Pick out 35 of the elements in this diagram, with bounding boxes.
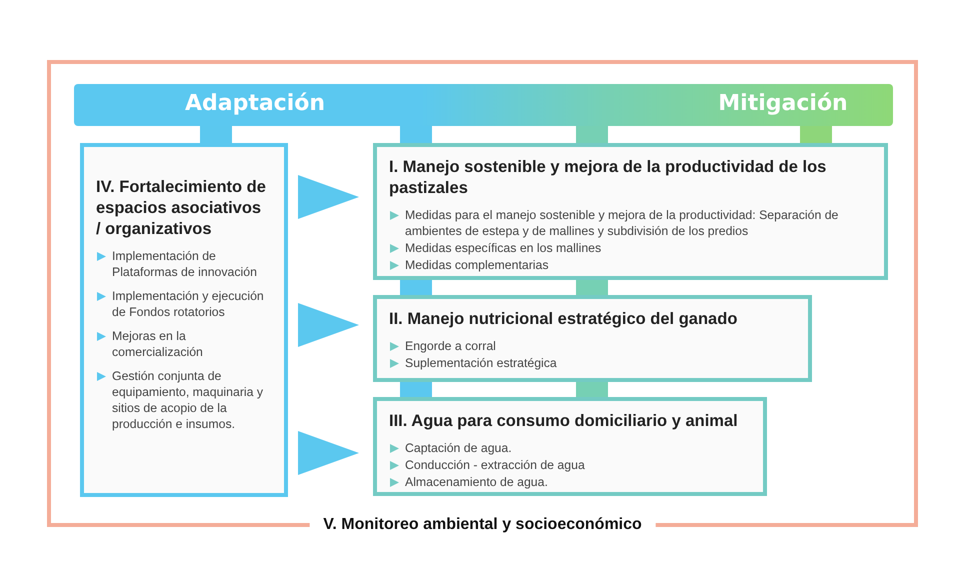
banner-heading: Mitigación: [718, 90, 848, 118]
banner-bar: [74, 84, 893, 126]
bullet-item: Implementación y ejecución de Fondos rotatorios: [96, 288, 266, 320]
bullet-item: Almacenamiento de agua.: [389, 474, 751, 490]
bullet-item: Medidas complementarias: [389, 257, 872, 273]
bullet-item: Captación de agua.: [389, 440, 751, 456]
connector-stem: [576, 280, 608, 295]
bullet-item: Medidas específicas en los mallines: [389, 240, 872, 256]
chevron-arrow: [298, 431, 359, 475]
bullet-item: Medidas para el manejo sostenible y mejora de la productividad: Separación de ambientes de estepa y de mallines y subdivisión de los predios: [389, 207, 872, 239]
category-box: [373, 295, 812, 382]
bullet-item: Gestión conjunta de equipamiento, maquinaria y sitios de acopio de la producción e insumos.: [96, 368, 266, 432]
banner-heading: Adaptación: [184, 90, 326, 118]
connector-stem: [400, 280, 432, 295]
connector-stem: [200, 126, 232, 143]
bullet-item: Implementación de Plataformas de innovación: [96, 248, 266, 280]
box-heading: II. Manejo nutricional estratégico del ganado: [389, 309, 738, 330]
connector-stem: [400, 126, 432, 143]
connector-stem: [400, 382, 432, 397]
connector-stem: [800, 126, 832, 143]
category-box: [373, 143, 888, 280]
category-box: [373, 397, 767, 496]
category-box: [80, 143, 288, 497]
bullet-item: Conducción - extracción de agua: [389, 457, 751, 473]
chevron-arrow: [298, 303, 359, 347]
box-heading: I. Manejo sostenible y mejora de la productividad de los pastizales: [389, 157, 828, 199]
connector-stem: [576, 126, 608, 143]
chevron-arrow: [298, 175, 359, 219]
bullet-item: Engorde a corral: [389, 338, 796, 354]
box-heading: IV. Fortalecimiento de espacios asociativos / organizativos: [96, 177, 266, 240]
box-heading: III. Agua para consumo domiciliario y animal: [389, 411, 739, 432]
bullet-item: Suplementación estratégica: [389, 355, 796, 371]
frame-title: V. Monitoreo ambiental y socioeconómico: [309, 515, 656, 535]
connector-stem: [576, 382, 608, 397]
bullet-item: Mejoras en la comercialización: [96, 328, 266, 360]
